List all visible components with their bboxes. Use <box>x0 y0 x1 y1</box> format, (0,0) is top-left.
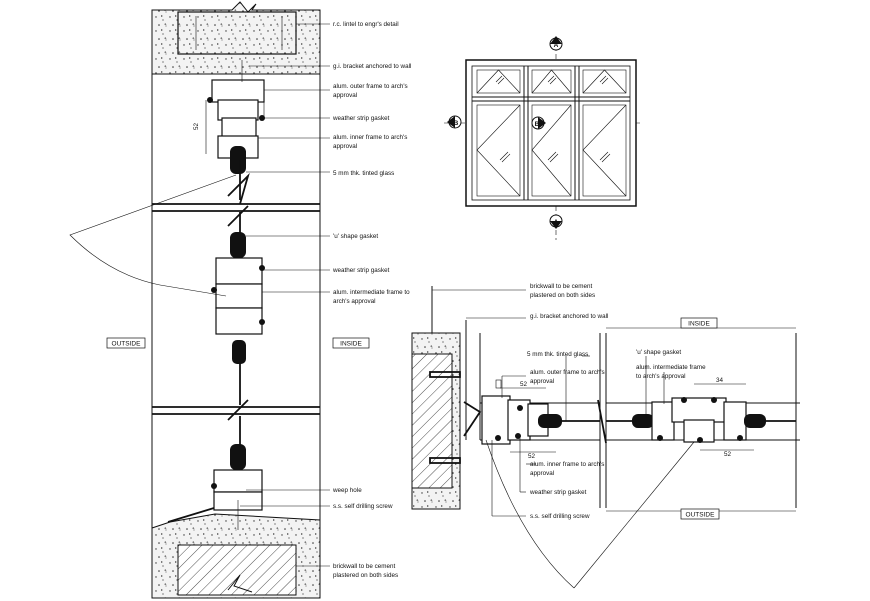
leaders-left <box>240 23 330 567</box>
label-screw-left: s.s. self drilling screw <box>333 503 393 510</box>
label-inner-frame-left-2: approval <box>333 143 357 150</box>
lintel-beam <box>177 11 297 55</box>
label-intermediate-right-1: alum. intermediate frame <box>636 364 706 371</box>
label-brickwall-right-2: plastered on both sides <box>530 292 595 299</box>
label-lintel: r.c. lintel to engr's detail <box>333 21 399 28</box>
label-outer-frame-left-1: alum. outer frame to arch's <box>333 83 408 90</box>
label-inner-frame-right-1: alum. inner frame to arch's <box>530 461 604 468</box>
label-brickwall-left-1: brickwall to be cement <box>333 563 396 570</box>
horizontal-section: 52 52 52 34 I <box>411 283 800 589</box>
marker-a-top: A <box>554 42 559 49</box>
label-glass-left: 5 mm thk. tinted glass <box>333 170 394 177</box>
dim-34: 34 <box>716 377 724 384</box>
dim-52-left: 52 <box>193 122 200 130</box>
label-weather-strip-left-1: weather strip gasket <box>332 115 390 122</box>
inside-tag-left: INSIDE <box>340 341 362 348</box>
marker-b-right: B <box>535 121 540 128</box>
dim-52-c: 52 <box>724 451 732 458</box>
label-inner-frame-right-2: approval <box>530 470 554 477</box>
label-weather-strip-left-2: weather strip gasket <box>332 267 390 274</box>
label-brickwall-left-2: plastered on both sides <box>333 572 398 579</box>
dim-52-b: 52 <box>528 453 536 460</box>
label-outer-frame-right-2: approval <box>530 378 554 385</box>
window-elevation: A A B B <box>444 36 640 240</box>
label-intermediate-right-2: to arch's approval <box>636 373 686 380</box>
outside-tag-left: OUTSIDE <box>112 341 142 348</box>
label-inner-frame-left-1: alum. inner frame to arch's <box>333 134 407 141</box>
vertical-section: 52 OUTSIDE INSIDE r.c. lintel to engr's … <box>69 1 411 599</box>
leaders-right <box>432 289 665 517</box>
marker-a-bottom: A <box>554 219 559 226</box>
frame-profiles-vertical <box>205 60 265 530</box>
label-intermediate-left-2: arch's approval <box>333 298 376 305</box>
inside-tag-right: INSIDE <box>688 321 710 328</box>
label-intermediate-left-1: alum. intermediate frame to <box>333 289 410 296</box>
marker-b-left: B <box>454 120 459 127</box>
label-screw-right: s.s. self drilling screw <box>530 513 590 520</box>
label-brickwall-right-1: brickwall to be cement <box>530 283 593 290</box>
outside-tag-right: OUTSIDE <box>686 512 716 519</box>
label-weather-strip-right: weather strip gasket <box>529 489 587 496</box>
label-weep-hole: weep hole <box>332 487 362 494</box>
label-u-gasket-right: 'u' shape gasket <box>636 349 681 356</box>
label-u-gasket-left: 'u' shape gasket <box>333 233 378 240</box>
label-outer-frame-right-1: alum. outer frame to arch's <box>530 369 605 376</box>
label-bracket-right: g.i. bracket anchored to wall <box>530 313 608 320</box>
label-glass-right: 5 mm thk. tinted glass <box>527 351 588 358</box>
label-bracket-left: g.i. bracket anchored to wall <box>333 63 411 70</box>
dim-52-a: 52 <box>520 381 528 388</box>
label-outer-frame-left-2: approval <box>333 92 357 99</box>
lintel-concrete <box>151 1 321 75</box>
